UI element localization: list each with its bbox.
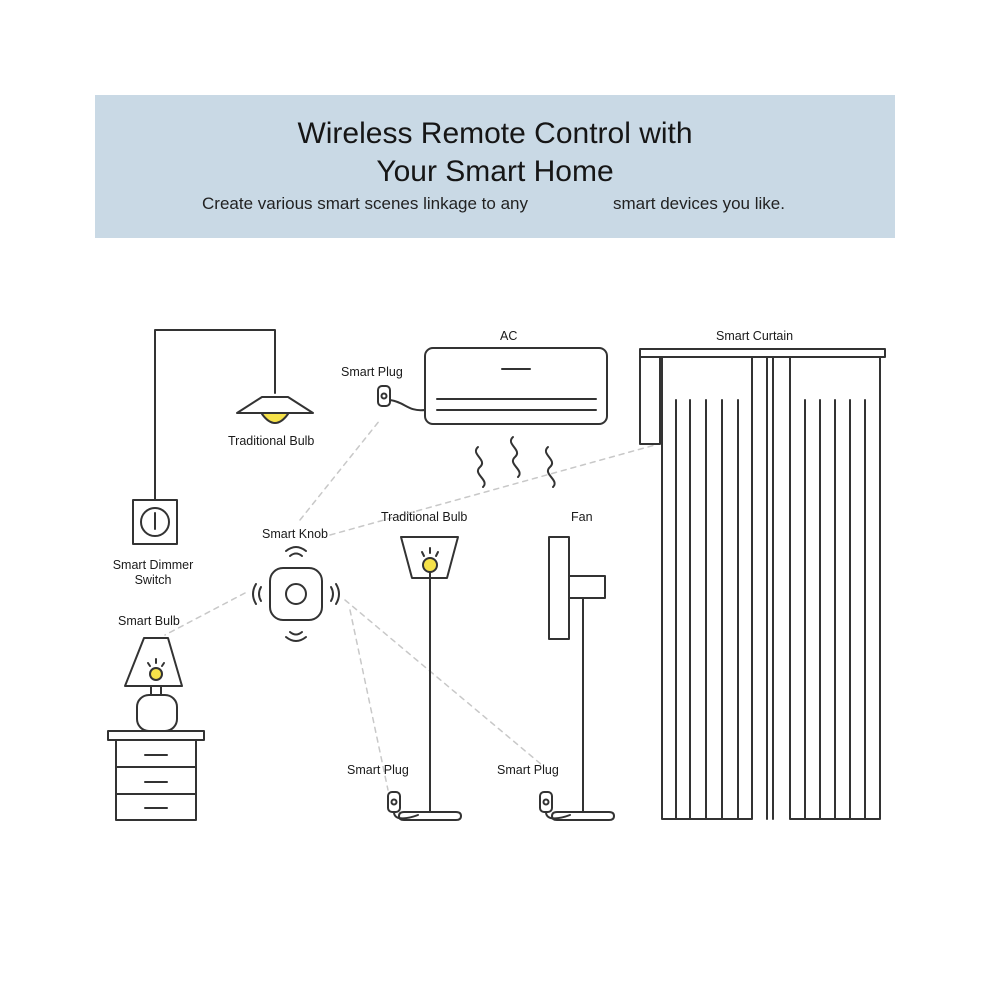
label-smart-plug-lamp: Smart Plug: [347, 763, 409, 777]
smart-knob-icon: [252, 546, 340, 642]
banner-title-line2: Your Smart Home: [376, 155, 614, 188]
wireless-links: [164, 419, 656, 791]
smart-plug-icon: [377, 385, 426, 412]
smart-plug-icon: [539, 791, 571, 820]
floor-lamp-icon: [398, 536, 462, 821]
label-traditional-bulb-floor: Traditional Bulb: [381, 510, 468, 524]
label-ac: AC: [500, 329, 518, 343]
label-smart-curtain: Smart Curtain: [716, 329, 794, 343]
curtain-icon: [639, 348, 886, 820]
label-smart-knob: Smart Knob: [262, 527, 329, 541]
banner-subtitle-part2: smart devices you like.: [613, 194, 785, 213]
label-smart-dimmer-switch: Smart Dimmer Switch: [108, 558, 198, 588]
label-smart-dimmer-line2: Switch: [134, 573, 172, 587]
pendant-lamp-icon: [154, 329, 314, 501]
banner-title: Wireless Remote Control with Your Smart …: [95, 115, 895, 191]
nightstand-icon: [107, 730, 205, 821]
banner-title-line1: Wireless Remote Control with: [297, 117, 693, 150]
dimmer-switch-icon: [132, 499, 178, 545]
smart-plug-icon: [387, 791, 419, 820]
header-banner: Wireless Remote Control with Your Smart …: [95, 95, 895, 238]
label-smart-dimmer-line1: Smart Dimmer: [112, 558, 194, 572]
label-traditional-bulb-ceiling: Traditional Bulb: [228, 434, 315, 448]
fan-icon: [548, 536, 615, 821]
label-smart-plug-ac: Smart Plug: [341, 365, 403, 379]
label-fan: Fan: [571, 510, 593, 524]
label-smart-bulb: Smart Bulb: [118, 614, 180, 628]
table-lamp-icon: [124, 637, 183, 732]
label-smart-plug-fan: Smart Plug: [497, 763, 559, 777]
air-conditioner-icon: [424, 347, 608, 488]
banner-subtitle-part1: Create various smart scenes linkage to a…: [202, 194, 528, 213]
